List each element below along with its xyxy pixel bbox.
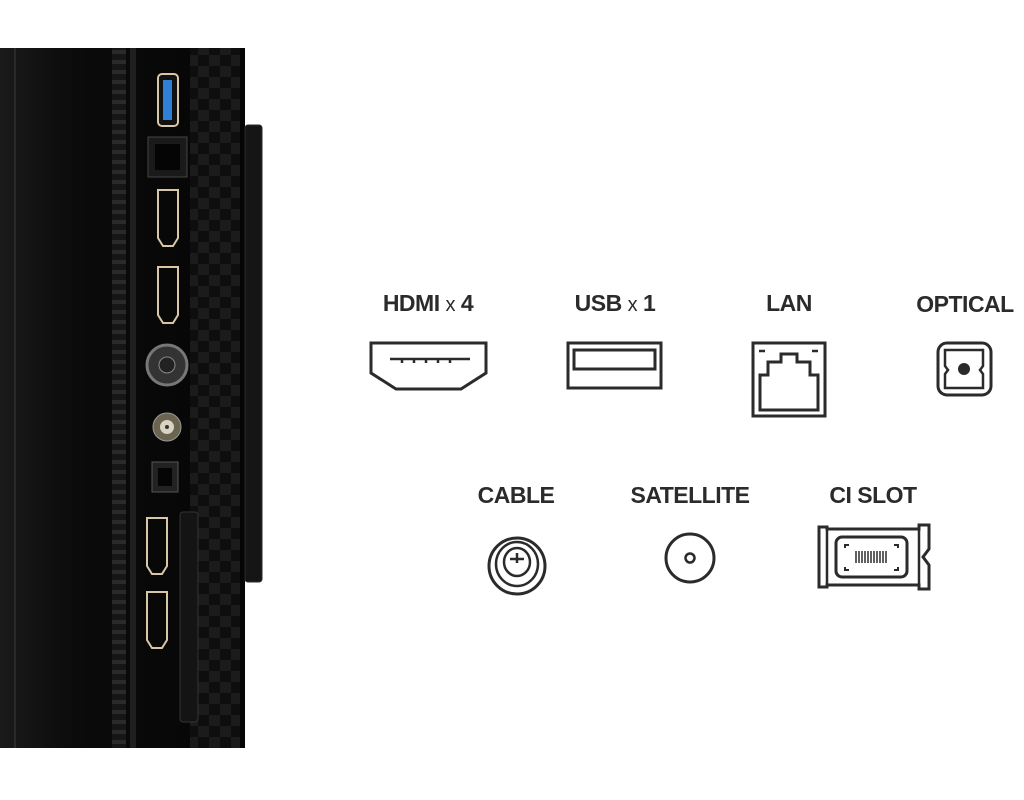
- hdmi-name: HDMI: [382, 290, 440, 316]
- optical-port-photo: [151, 461, 179, 493]
- hdmi-times: x: [445, 294, 455, 316]
- hdmi-port-photo-4: [146, 591, 168, 649]
- usb-times: x: [627, 294, 638, 316]
- usb-name: USB: [574, 290, 623, 316]
- cable-icon: [487, 536, 547, 596]
- hdmi-count: 4: [460, 290, 474, 316]
- satellite-label: SATELLITE: [630, 482, 750, 508]
- hdmi-port-photo-1: [157, 189, 179, 247]
- cable-label: CABLE: [477, 482, 555, 508]
- cable-port-photo: [145, 343, 189, 387]
- usb-count: 1: [643, 290, 656, 316]
- optical-label: OPTICAL: [916, 291, 1014, 317]
- ci-slot-icon: [817, 523, 931, 591]
- lan-port-photo: [147, 136, 188, 178]
- ci-slot-label: CI SLOT: [829, 482, 917, 508]
- tv-side-panel-photo: [0, 48, 263, 748]
- usb-icon: [566, 341, 663, 390]
- usb-port-photo: [157, 73, 179, 127]
- satellite-icon: [664, 532, 716, 584]
- optical-icon: [936, 341, 993, 397]
- satellite-port-photo: [152, 412, 182, 442]
- hdmi-icon: [369, 341, 488, 391]
- usb-label: USB x 1: [575, 290, 656, 317]
- hdmi-label: HDMI x 4: [382, 290, 474, 317]
- hdmi-port-photo-3: [146, 517, 168, 575]
- hdmi-port-photo-2: [157, 266, 179, 324]
- lan-label: LAN: [766, 290, 812, 316]
- lan-icon: [751, 341, 827, 418]
